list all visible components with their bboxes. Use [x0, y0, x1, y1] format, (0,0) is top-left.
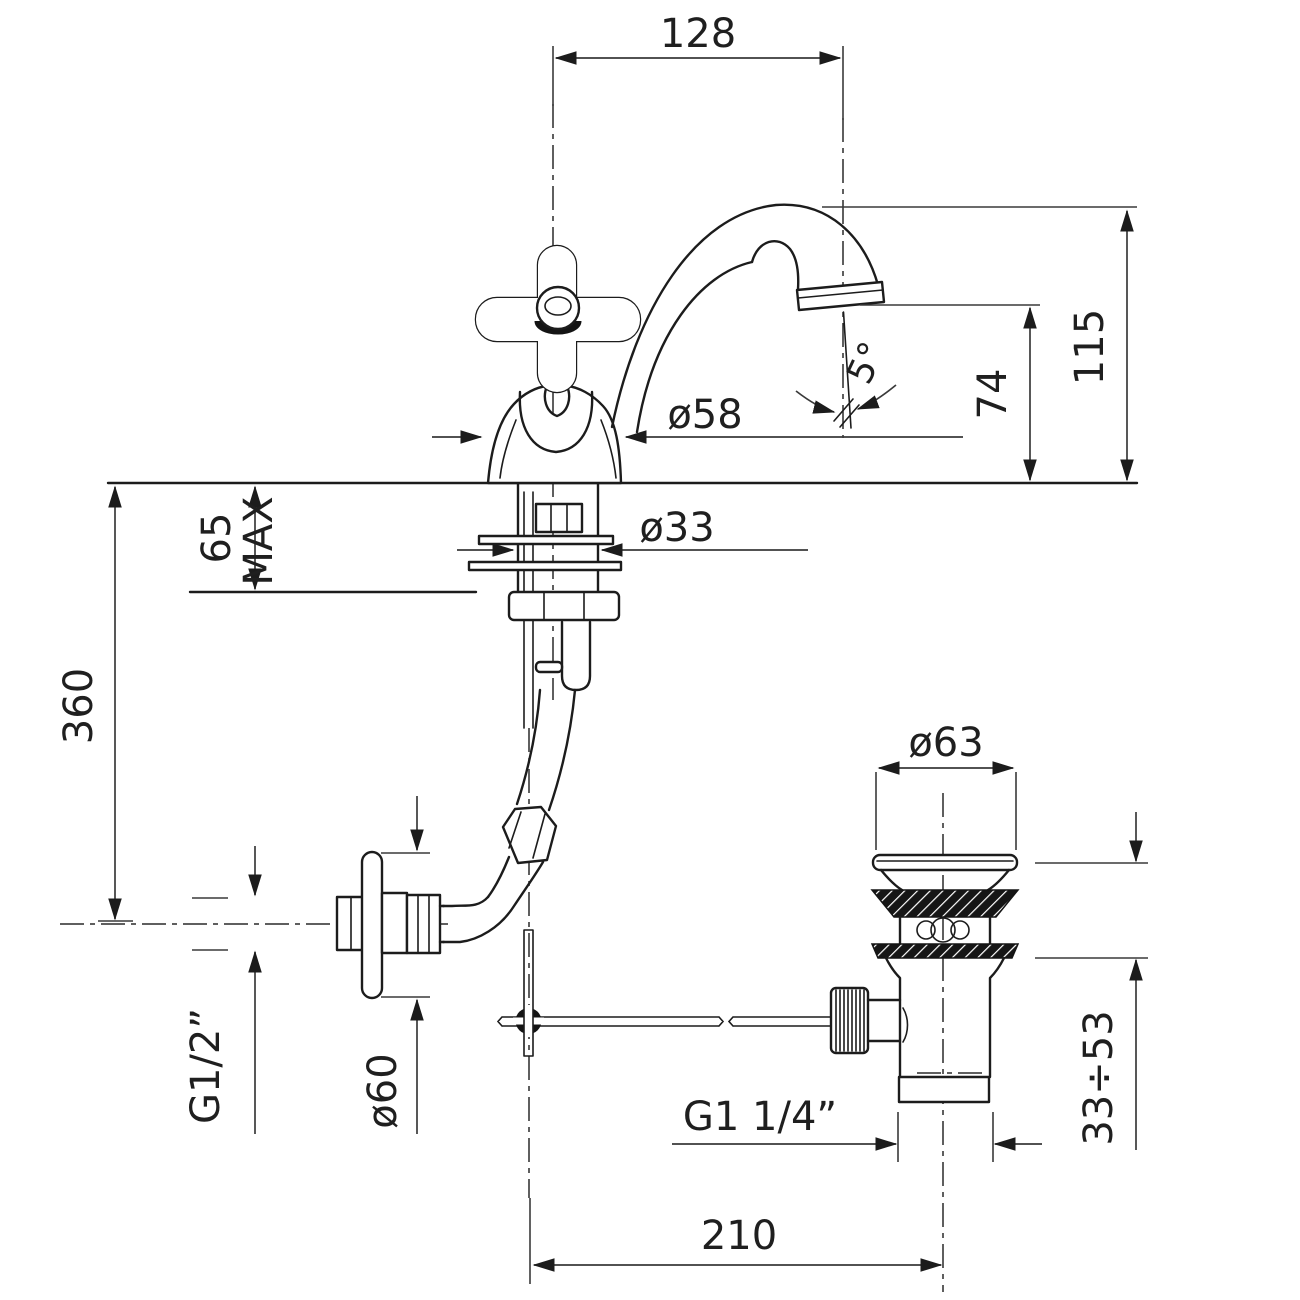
waste-lower-seal — [870, 943, 1020, 959]
dim-supply-drop: 360 — [56, 485, 133, 922]
dim-label-supply-drop: 360 — [56, 668, 102, 744]
handle-skirt-band — [534, 320, 582, 335]
dim-waste-offset: 210 — [529, 1198, 943, 1284]
dim-label-waste-thread: G1 1/4” — [683, 1094, 837, 1140]
dim-label-body-base-diameter: ø58 — [667, 392, 742, 438]
dim-deck-thickness-max: 65 MAX — [194, 485, 282, 591]
supply-pipe — [441, 688, 577, 944]
dim-spout-reach: 128 — [552, 11, 844, 120]
waste-cap — [871, 853, 1019, 872]
dim-outlet-angle: 5° — [795, 311, 897, 429]
dim-label-escutcheon-diameter: ø60 — [360, 1053, 406, 1128]
dim-waste-flange-diameter: ø63 — [875, 720, 1017, 850]
dim-label-deck-max-value: 65 — [194, 513, 240, 564]
faucet-body — [486, 384, 623, 485]
dim-shank-diameter: ø33 — [457, 505, 808, 557]
dim-basin-thickness-range: 33÷53 — [1035, 812, 1148, 1150]
dim-label-shank-diameter: ø33 — [639, 505, 714, 551]
dim-label-basin-thickness-range: 33÷53 — [1076, 1010, 1122, 1145]
dim-supply-thread: G1/2” — [183, 846, 262, 1134]
dim-body-base-diameter: ø58 — [432, 392, 963, 444]
waste-tailpiece — [897, 1075, 991, 1104]
dim-spout-height: 115 — [822, 206, 1137, 482]
dim-label-supply-thread: G1/2” — [183, 1008, 229, 1124]
drain-assembly — [829, 853, 1020, 1104]
dim-label-deck-max-suffix: MAX — [236, 496, 282, 585]
dim-label-waste-offset: 210 — [701, 1213, 777, 1259]
cross-handle — [474, 244, 642, 394]
dim-label-outlet-height: 74 — [970, 369, 1016, 420]
dim-escutcheon-diameter: ø60 — [360, 796, 430, 1134]
pop-up-linkage — [496, 929, 832, 1057]
shank-assembly — [467, 481, 623, 729]
aerator — [795, 280, 886, 312]
dim-waste-thread: G1 1/4” — [672, 1094, 1042, 1162]
dim-label-spout-height: 115 — [1067, 309, 1113, 385]
wall-connection — [335, 850, 446, 1000]
dim-outlet-height: 74 — [860, 304, 1040, 482]
handle-hub — [535, 285, 581, 331]
spout — [610, 203, 886, 434]
dim-label-spout-reach: 128 — [660, 11, 736, 57]
mounting-deck-line — [106, 481, 1139, 594]
waste-cone-seal — [870, 889, 1020, 918]
dim-label-waste-flange-diameter: ø63 — [908, 720, 983, 766]
